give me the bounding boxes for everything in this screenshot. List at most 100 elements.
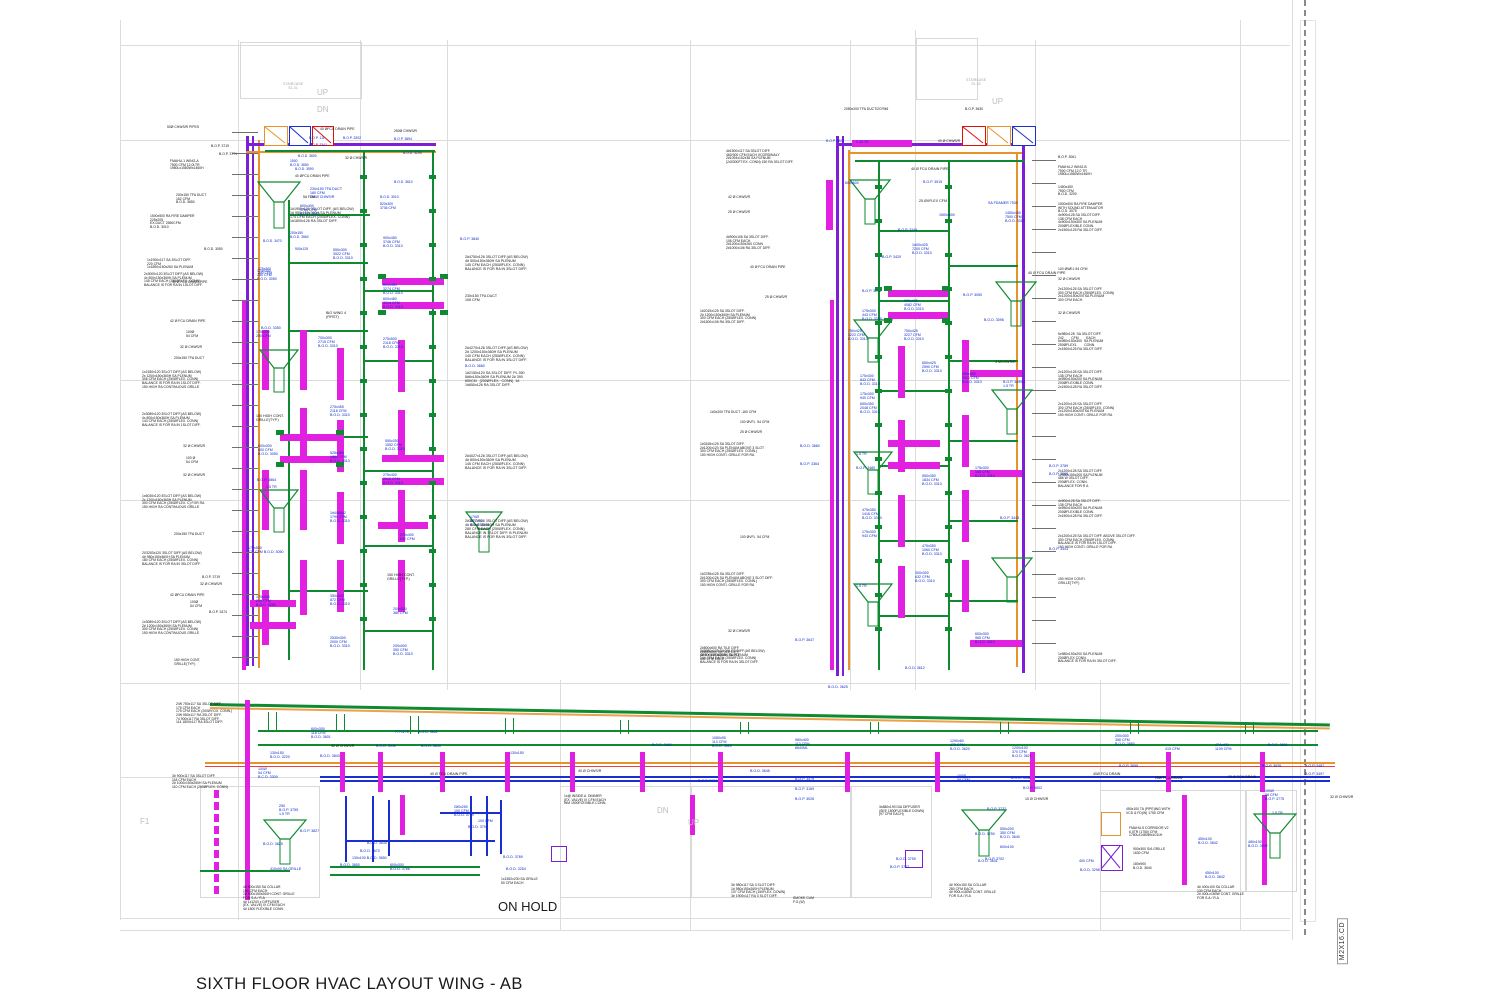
duct-hanger bbox=[875, 491, 882, 495]
duct-tag: B.O.P. 3341 bbox=[309, 143, 328, 147]
duct-tag: 550x200 350 CFM B.O.D. 3640 bbox=[1000, 827, 1020, 839]
annotation-text: 200x150 TFA DUCT bbox=[174, 356, 205, 360]
duct-tag: BIG WING 4 (FIRST) bbox=[326, 311, 346, 319]
duct-hanger bbox=[945, 253, 952, 257]
annotation-text: 2x1200x125 SA 3SLOT DIFF. ABOVE 3SLOT DI… bbox=[1058, 534, 1136, 550]
duct-tag: 600x400 1765 CFM B.O.D. 3310 bbox=[300, 204, 320, 216]
duct-tag: B.O.D. 3205 bbox=[403, 151, 422, 155]
annotation-text: 100 ØWEL 54 CFM bbox=[1058, 267, 1088, 271]
diffuser-slot bbox=[214, 838, 219, 846]
duct-hanger bbox=[360, 617, 367, 621]
diffuser-slot bbox=[214, 862, 219, 870]
annotation-text: 100 ØVFL 54 CFM bbox=[740, 420, 770, 424]
duct-tag: 600x300 B.O.D. 3766 bbox=[390, 863, 410, 871]
leader-line bbox=[232, 552, 258, 553]
fcu-cone-6 bbox=[852, 319, 894, 363]
duct-hanger bbox=[875, 559, 882, 563]
duct-tag: 1.5 TR bbox=[856, 452, 867, 456]
annotation-text: 42 ØFCU DRAIN PIPE bbox=[170, 593, 205, 597]
chw-riser-left bbox=[246, 136, 249, 666]
duct-tag: 25Ø FCU DRAIN bbox=[1155, 776, 1183, 780]
duct-hanger bbox=[945, 627, 952, 631]
annotation-text: 42 Ø CHWS/R bbox=[728, 195, 751, 199]
duct-tag: 900x125 bbox=[295, 247, 309, 251]
leader-line bbox=[232, 426, 258, 427]
damper-glyphs-right bbox=[962, 126, 1034, 144]
duct-tag: 820x300 3736 CFM bbox=[380, 202, 396, 210]
grille-glyph bbox=[1101, 845, 1121, 869]
annotation-text: 4#1500x117 SA 3SLOT DIFF. 460/300 CFM EA… bbox=[726, 149, 794, 165]
annotation-text: 4# 900x150 SA COLLAR 150 CFM EACH 2# 900… bbox=[243, 885, 295, 912]
duct-tag: 40 Ø CHWS/R bbox=[331, 744, 355, 748]
duct-tag: 40 Ø FCU DRAIN PIPE bbox=[430, 772, 468, 776]
annotation-text: 50Ø CHWS/R PIPES bbox=[167, 125, 200, 129]
fcu-cone-5 bbox=[848, 179, 892, 225]
fcu-cone-10 bbox=[990, 389, 1034, 435]
duct-tag: 175x500 270 CFM B.O.D. 3050 bbox=[248, 546, 284, 554]
duct-tag: 475x350 1416 CFM B.O.D. 3310 bbox=[862, 508, 882, 520]
duct-tag: 275x455 2118 CFM B.O.D. 3310 bbox=[330, 405, 350, 417]
duct-tag: 900x450 3746 CFM B.O.D. 3310 bbox=[383, 236, 403, 248]
duct-hanger bbox=[945, 321, 952, 325]
duct-tag: 750x425 3227 CFM B.O.D. 3310 bbox=[904, 329, 924, 341]
duct-tag: B.O.P. 3098 bbox=[1049, 472, 1069, 476]
annotation-text: 1x@ INSIDE A DIMMER (EX. VALVE) IX CFM E… bbox=[564, 794, 607, 806]
annotation-text: 2x1200x125 SA 3SLOT DIFF. 300 CFM EACH (… bbox=[1058, 402, 1115, 418]
supply-trunk-left bbox=[363, 150, 365, 670]
fcu-cone-4 bbox=[464, 511, 504, 553]
duct-tag: 130x150 bbox=[510, 751, 524, 755]
duct-hanger bbox=[429, 243, 436, 247]
duct-hanger bbox=[360, 175, 367, 179]
duct-tag: B.O.D. 3350 bbox=[261, 326, 281, 330]
leader-line bbox=[232, 342, 258, 343]
annotation-text: 1#3165x125 SA 3SLOT DIFF. 2#1200x120 SA … bbox=[700, 442, 765, 458]
duct-tag: 1500x500 bbox=[939, 213, 955, 217]
duct-tag: 100 CFM bbox=[478, 819, 493, 823]
duct-tag: 175x300 250 CFM B.O.D. 3050 bbox=[256, 595, 276, 607]
annotation-text: 200x150 TFA DUCT bbox=[174, 532, 205, 536]
duct-tag: 2.25 TR bbox=[856, 140, 869, 144]
annotation-text: 42 Ø FCU DRAIN PIPE bbox=[170, 319, 206, 323]
fcu-cone-3 bbox=[258, 489, 300, 533]
stair-label: STAIRCASE S1-01 bbox=[283, 82, 304, 90]
duct-tag: B.O.D. 3750 bbox=[975, 832, 995, 836]
drain-riser-left bbox=[258, 140, 260, 668]
stair-label: STAIRCASE S1-02 bbox=[966, 78, 987, 86]
duct-hanger bbox=[429, 277, 436, 281]
duct-tag: 175x300 165 CFM B.O.D. 3310 bbox=[975, 466, 995, 478]
corridor-supply-duct bbox=[258, 730, 1318, 732]
duct-tag: 1.5 TR bbox=[266, 485, 277, 489]
leader-line bbox=[1032, 620, 1056, 621]
duct-tag: 2#4750x126 3SLOT DIFF.(AS BELOW) 4# 500x… bbox=[465, 255, 528, 271]
duct-hanger bbox=[429, 175, 436, 179]
duct-tag: 415 CFM bbox=[1165, 747, 1180, 751]
duct-tag: 40 ØFCU DRAIN PIPE bbox=[295, 174, 330, 178]
duct-tag: 25 ØVFLEX CFM bbox=[919, 199, 947, 203]
annotation-text: SMOKE CUM F.G.(W) bbox=[793, 896, 814, 904]
duct-tag: 300x300 632 CFM B.O.D. 3310 bbox=[915, 571, 935, 583]
chw-riser-right bbox=[1022, 143, 1025, 673]
duct-tag: 250Ø CHWS/R bbox=[394, 129, 417, 133]
leader-line bbox=[1032, 436, 1056, 437]
annotation-text: 32 Ø CHWS/R bbox=[1058, 311, 1081, 315]
leader-line bbox=[1032, 252, 1056, 253]
duct-tag: B.O.D. 3769 bbox=[503, 855, 523, 859]
grid-reference: DN bbox=[317, 105, 329, 114]
leader-line bbox=[1032, 528, 1056, 529]
duct-hanger bbox=[429, 481, 436, 485]
annotation-text: 1x3080x120 3SLOT DIFF.(AS BELOW) 2# 1200… bbox=[142, 620, 202, 636]
grid-reference: UP bbox=[688, 818, 700, 827]
duct-hanger bbox=[945, 559, 952, 563]
leader-line bbox=[232, 384, 258, 385]
annotation-text: 450x100 TA (PIPE)ING WITH VCD & FD(W) 17… bbox=[1126, 807, 1171, 815]
duct-tag: 32 Ø CHWS/R bbox=[1330, 795, 1354, 799]
duct-tag: 230x150 TFA DUCT 106 CFM bbox=[465, 294, 498, 302]
fcu-cone-2 bbox=[258, 349, 300, 393]
duct-hanger bbox=[429, 515, 436, 519]
duct-tag: 100Ø 54 CFM B.C.D. 3309 bbox=[258, 767, 278, 779]
leader-line bbox=[232, 132, 258, 133]
smoke-damper-2 bbox=[551, 846, 567, 862]
annotation-text: 2x3000x120 3SLOT DIFF.(AS BELOW) 4x 500x… bbox=[144, 272, 204, 288]
annotation-text: 100Ø 54 CFM bbox=[186, 330, 199, 338]
annotation-text: 2#800x600 RA TILE DIFF. 2#600x600 RA TIL… bbox=[700, 646, 740, 662]
